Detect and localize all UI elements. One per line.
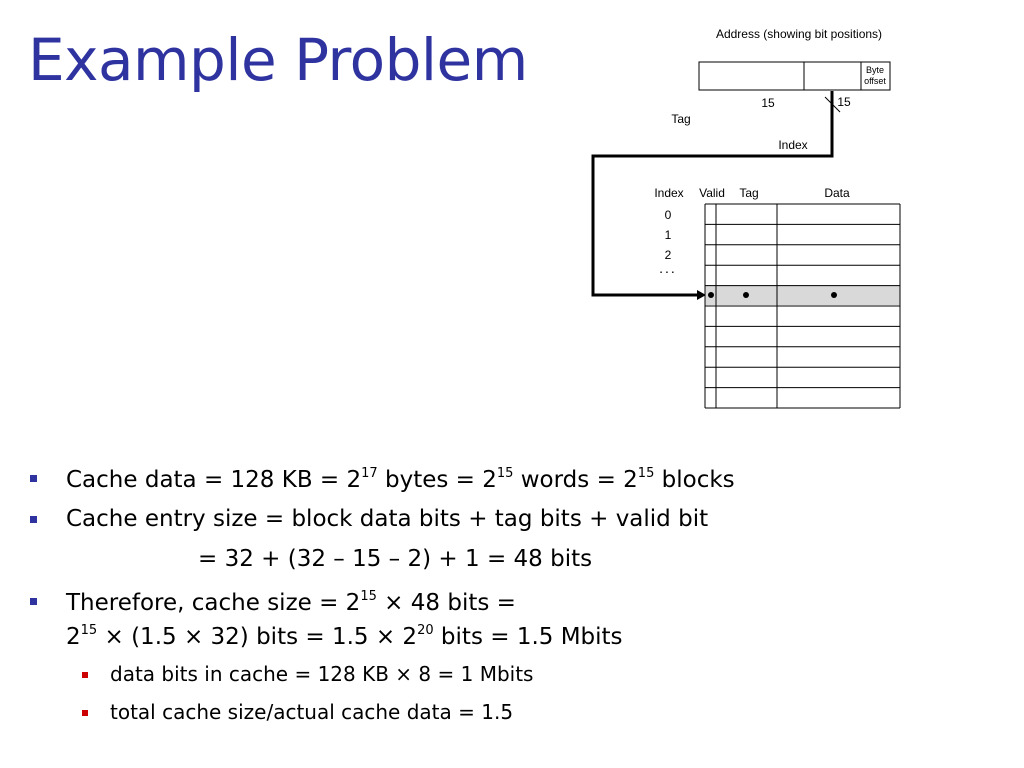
- row-label-1: 1: [665, 228, 672, 242]
- index-arrowhead: [697, 290, 706, 300]
- index-bits-label: 15: [837, 95, 851, 109]
- address-caption: Address (showing bit positions): [716, 27, 882, 41]
- selected-row-highlight: [705, 285, 900, 305]
- sub-bullet-ratio: total cache size/actual cache data = 1.5: [110, 700, 514, 724]
- data-dot: [831, 292, 837, 298]
- bullet-marker: [30, 598, 37, 605]
- sub-bullet-marker: [82, 672, 88, 678]
- tag-bits-label: 15: [761, 96, 775, 110]
- text-segment: Therefore, cache size = 2: [66, 590, 361, 616]
- entry-size-calc: = 32 + (32 – 15 – 2) + 1 = 48 bits: [198, 546, 593, 572]
- text-segment: 2: [66, 624, 81, 650]
- slide-title: Example Problem: [28, 26, 528, 94]
- row-label-0: 0: [665, 208, 672, 222]
- bullet-entry-size: Cache entry size = block data bits + tag…: [66, 506, 709, 532]
- index-label: Index: [778, 138, 807, 152]
- byte-offset-label-2: offset: [864, 76, 886, 86]
- header-index: Index: [654, 186, 683, 200]
- text-segment: blocks: [654, 467, 735, 493]
- header-data: Data: [824, 186, 850, 200]
- bullet-therefore-line1: Therefore, cache size = 215 × 48 bits =: [66, 590, 516, 615]
- exponent: 15: [80, 623, 98, 638]
- tag-dot: [743, 292, 749, 298]
- row-ellipsis: ...: [659, 260, 677, 276]
- bullet-therefore-line2: 215 × (1.5 × 32) bits = 1.5 × 220 bits =…: [66, 624, 623, 649]
- address-box: [698, 61, 891, 91]
- exponent: 20: [417, 623, 434, 638]
- header-valid: Valid: [699, 186, 725, 200]
- valid-dot: [708, 292, 714, 298]
- exponent: 15: [360, 589, 377, 604]
- bullet-cache-data: Cache data = 128 KB = 217 bytes = 215 wo…: [66, 467, 735, 492]
- bullet-marker: [30, 516, 37, 523]
- cache-table: [704, 203, 901, 409]
- text-segment: words = 2: [513, 467, 638, 493]
- header-tag: Tag: [739, 186, 758, 200]
- text-segment: bits = 1.5 Mbits: [433, 624, 623, 650]
- row-label-2: 2: [665, 248, 672, 262]
- exponent: 15: [496, 466, 514, 481]
- exponent: 17: [361, 466, 378, 481]
- byte-offset-label-1: Byte: [866, 65, 884, 75]
- sub-bullet-data-bits: data bits in cache = 128 KB × 8 = 1 Mbit…: [110, 662, 534, 686]
- bullet-marker: [30, 475, 37, 482]
- text-segment: bytes = 2: [377, 467, 497, 493]
- text-segment: × 48 bits =: [376, 590, 516, 616]
- sub-bullet-marker: [82, 710, 88, 716]
- exponent: 15: [637, 466, 655, 481]
- text-segment: Cache data = 128 KB = 2: [66, 467, 362, 493]
- index-path: [591, 91, 834, 297]
- tag-label: Tag: [671, 112, 690, 126]
- text-segment: × (1.5 × 32) bits = 1.5 × 2: [97, 624, 418, 650]
